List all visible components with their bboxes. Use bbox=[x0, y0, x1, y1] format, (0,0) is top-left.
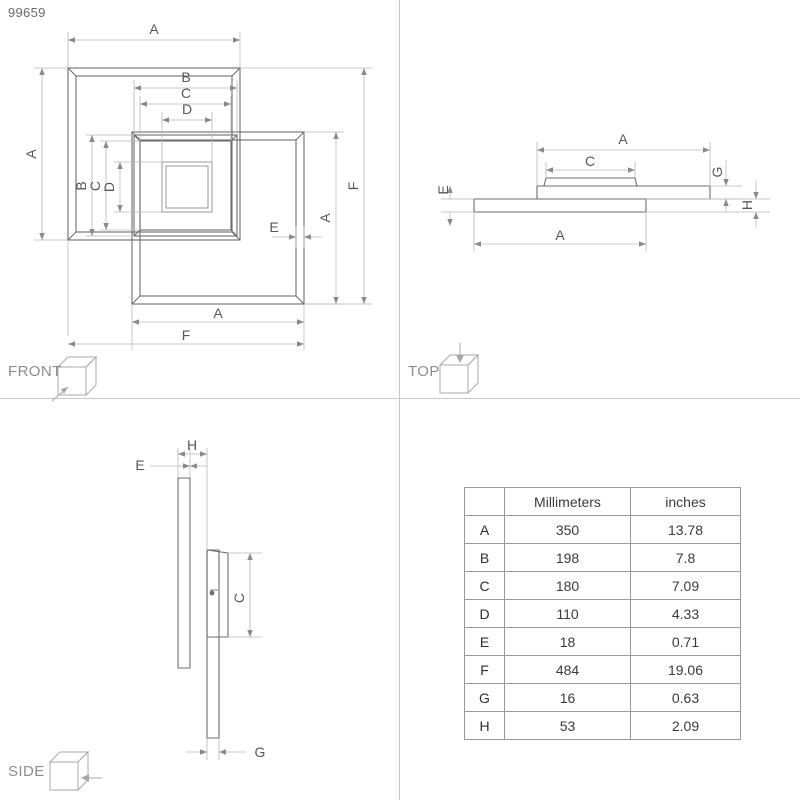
table-cell-inches: 0.71 bbox=[630, 627, 741, 656]
side-dim-G: G bbox=[255, 744, 266, 760]
front-dim-D-left: D bbox=[101, 182, 117, 192]
table-cell-mm: 110 bbox=[504, 599, 631, 628]
table-cell-inches: 0.63 bbox=[630, 683, 741, 712]
front-dim-C-top: C bbox=[181, 85, 191, 101]
side-view-label: SIDE bbox=[8, 763, 45, 780]
side-view-dimension-labels: E H C G bbox=[135, 437, 265, 760]
top-dim-A-lower: A bbox=[555, 227, 565, 243]
front-dim-A-right: A bbox=[317, 213, 333, 223]
part-number: 99659 bbox=[8, 5, 46, 20]
table-cell-key: A bbox=[464, 515, 505, 544]
top-view-icon bbox=[439, 343, 479, 394]
top-dim-A-upper: A bbox=[618, 131, 628, 147]
table-cell-key: G bbox=[464, 683, 505, 712]
front-dim-B-top: B bbox=[181, 69, 190, 85]
table-cell-mm: 198 bbox=[504, 543, 631, 572]
front-dim-D-top: D bbox=[182, 101, 192, 117]
table-cell-inches: 7.8 bbox=[630, 543, 741, 572]
side-view-geometry bbox=[177, 477, 229, 739]
side-view-icon bbox=[49, 751, 102, 791]
front-dim-A-left: A bbox=[23, 149, 39, 159]
table-cell-mm: 484 bbox=[504, 655, 631, 684]
table-cell-key: F bbox=[464, 655, 505, 684]
table-cell-key: C bbox=[464, 571, 505, 600]
front-dim-B-left: B bbox=[73, 181, 89, 190]
table-header-key bbox=[464, 487, 505, 516]
table-cell-key: H bbox=[464, 711, 505, 740]
top-dim-C: C bbox=[585, 153, 595, 169]
front-dim-F-bottom: F bbox=[182, 327, 191, 343]
top-dim-E: E bbox=[435, 185, 451, 194]
table-cell-key: B bbox=[464, 543, 505, 572]
side-dim-C: C bbox=[231, 593, 247, 603]
front-dim-A-top: A bbox=[149, 21, 159, 37]
top-view-geometry bbox=[473, 177, 711, 213]
table-cell-mm: 180 bbox=[504, 571, 631, 600]
top-view-label: TOP bbox=[408, 363, 440, 380]
front-dim-F-right: F bbox=[345, 182, 361, 191]
table-cell-mm: 350 bbox=[504, 515, 631, 544]
table-cell-mm: 53 bbox=[504, 711, 631, 740]
front-view-label: FRONT bbox=[8, 363, 62, 380]
side-dim-E: E bbox=[135, 457, 144, 473]
table-cell-inches: 13.78 bbox=[630, 515, 741, 544]
front-dim-C-left: C bbox=[87, 181, 103, 191]
front-view-dimensions bbox=[34, 32, 372, 350]
front-view-geometry bbox=[67, 67, 305, 305]
top-dim-G: G bbox=[709, 167, 725, 178]
table-header-inches: inches bbox=[630, 487, 741, 516]
table-cell-inches: 4.33 bbox=[630, 599, 741, 628]
table-cell-key: E bbox=[464, 627, 505, 656]
table-cell-mm: 18 bbox=[504, 627, 631, 656]
table-cell-inches: 19.06 bbox=[630, 655, 741, 684]
front-dim-E: E bbox=[269, 219, 278, 235]
side-dim-H: H bbox=[187, 437, 197, 453]
table-cell-inches: 7.09 bbox=[630, 571, 741, 600]
table-cell-inches: 2.09 bbox=[630, 711, 741, 740]
table-header-mm: Millimeters bbox=[504, 487, 631, 516]
front-view-dimension-labels: A B C D A B C D E A F A F bbox=[23, 21, 361, 343]
top-view-dimensions bbox=[441, 142, 770, 252]
side-view-dimensions bbox=[150, 448, 262, 760]
front-dim-A-bottom: A bbox=[213, 305, 223, 321]
front-view-icon bbox=[51, 356, 97, 402]
table-cell-mm: 16 bbox=[504, 683, 631, 712]
table-cell-key: D bbox=[464, 599, 505, 628]
top-view-dimension-labels: A C E G H A bbox=[435, 131, 755, 243]
top-dim-H: H bbox=[739, 200, 755, 210]
table-header-row: Millimeters inches bbox=[464, 487, 741, 516]
